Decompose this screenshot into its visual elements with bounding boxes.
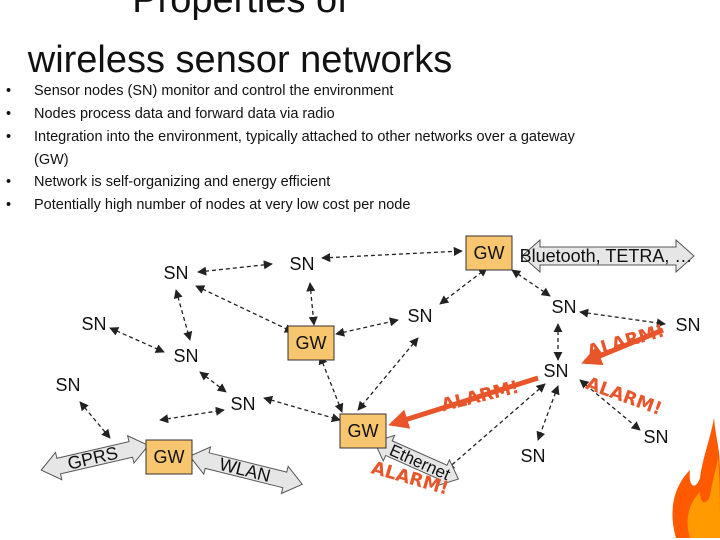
link	[536, 385, 560, 441]
link	[109, 327, 165, 353]
bullet-list: Sensor nodes (SN) monitor and control th…	[6, 80, 706, 217]
sensor-node-label: SN	[55, 375, 80, 395]
link	[445, 383, 546, 471]
bullet-item: Integration into the environment, typica…	[6, 126, 706, 149]
gateway-center: GW	[339, 413, 387, 449]
bullet-item-continuation: (GW)	[6, 149, 706, 171]
gateway-label: GW	[474, 243, 505, 263]
sensor-node-label: SN	[643, 427, 668, 447]
alarm-label: ALARM!	[585, 320, 667, 362]
link	[199, 371, 227, 393]
network-links	[79, 246, 666, 471]
link	[263, 395, 341, 423]
link	[318, 355, 344, 413]
gateway-label: GW	[296, 333, 327, 353]
sensor-node-label: SN	[407, 306, 432, 326]
gateway-label: GW	[154, 447, 185, 467]
alarm-arrow	[581, 327, 664, 366]
sensor-node-label: SN	[675, 315, 700, 335]
link	[197, 260, 273, 276]
sensor-node-label: SN	[173, 346, 198, 366]
link	[335, 317, 399, 337]
sensor-node-label: SN	[289, 254, 314, 274]
link	[79, 401, 111, 439]
gprs-label: GPRS	[66, 443, 120, 474]
sensor-node-label: SN	[81, 314, 106, 334]
gateway-label: GW	[348, 421, 379, 441]
link	[579, 379, 641, 431]
bullet-continuation-text: (GW)	[34, 152, 69, 168]
link	[173, 289, 193, 341]
sensor-nodes: SN SN SN SN SN SN SN SN SN SN SN SN	[55, 254, 700, 466]
gateway-top: GW	[465, 235, 513, 271]
alarm-arrows	[388, 327, 664, 429]
sensor-node-label: SN	[230, 394, 255, 414]
link	[357, 337, 419, 411]
wlan-arrow: WLAN	[188, 446, 304, 495]
gateway-bottom-left: GW	[145, 439, 193, 475]
bluetooth-tetra-arrow: Bluetooth, TETRA, …	[520, 238, 695, 274]
link	[579, 308, 666, 328]
bullet-item: Nodes process data and forward data via …	[6, 103, 706, 126]
alarm-label: ALARM!	[439, 377, 521, 417]
sensor-node-label: SN	[551, 297, 576, 317]
bluetooth-tetra-label: Bluetooth, TETRA, …	[520, 246, 693, 266]
link	[195, 285, 294, 333]
gateway-middle: GW	[287, 325, 335, 361]
sensor-node-label: SN	[543, 361, 568, 381]
link	[159, 406, 225, 424]
sensor-node-label: SN	[520, 446, 545, 466]
bullet-item: Potentially high number of nodes at very…	[6, 194, 706, 217]
slide-title-line2: wireless sensor networks	[27, 39, 453, 81]
link	[439, 267, 488, 305]
link	[511, 269, 551, 297]
alarm-arrow	[388, 375, 539, 429]
gprs-arrow: GPRS	[40, 434, 150, 481]
slide-title-line1: Properties of	[132, 0, 348, 21]
fire-icon	[672, 418, 720, 538]
alarm-label: ALARM!	[583, 373, 665, 420]
sensor-node-label: SN	[163, 263, 188, 283]
bullet-item: Network is self-organizing and energy ef…	[6, 171, 706, 194]
bullet-item: Sensor nodes (SN) monitor and control th…	[6, 80, 706, 103]
wlan-label: WLAN	[217, 454, 272, 486]
link	[306, 282, 318, 326]
link	[321, 246, 463, 263]
